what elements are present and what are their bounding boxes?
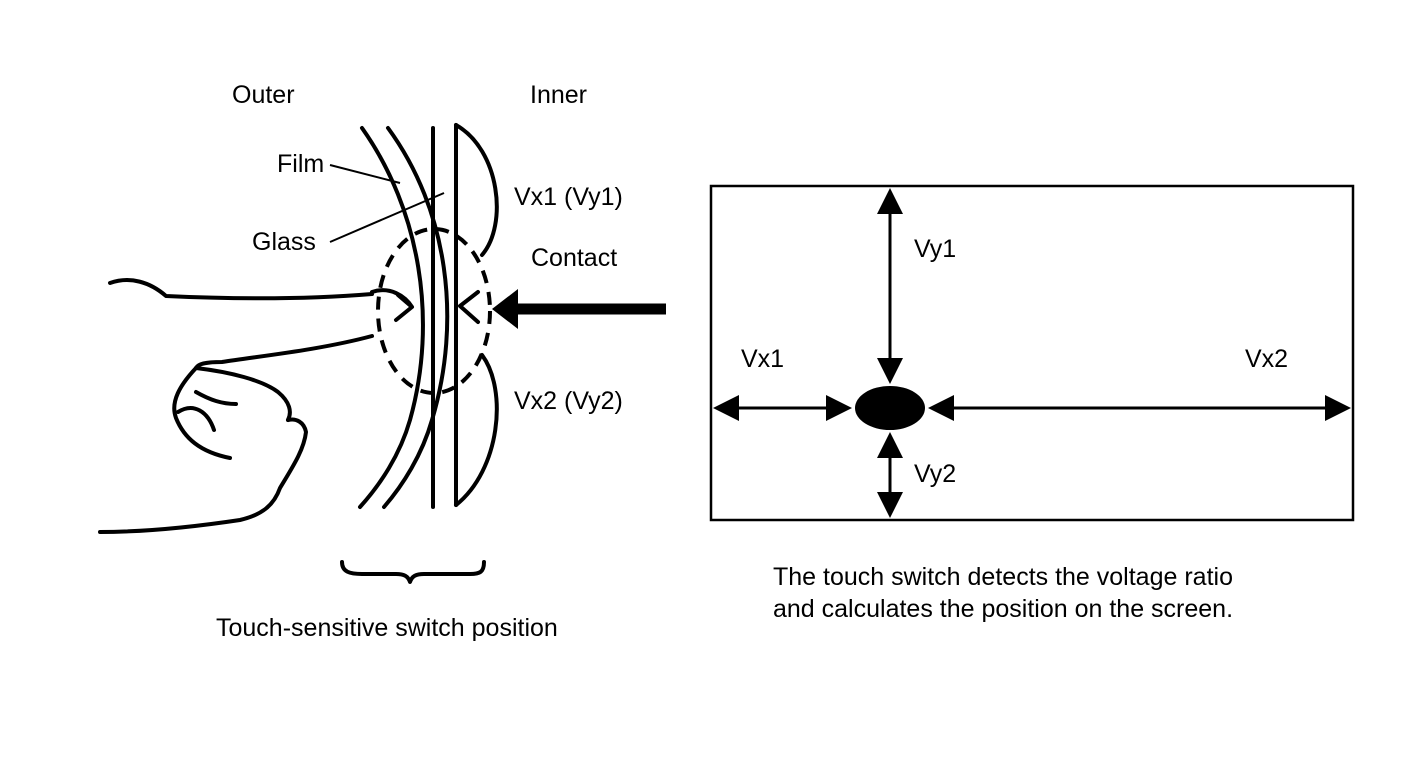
vx1-vy1-label: Vx1 (Vy1): [514, 183, 623, 211]
vx1-label: Vx1: [741, 345, 784, 373]
inner-bottom-bulge: [454, 353, 499, 507]
inner-label: Inner: [530, 81, 587, 109]
screen-caption-line2: and calculates the position on the scree…: [773, 595, 1233, 623]
screen-caption-line1: The touch switch detects the voltage rat…: [773, 563, 1233, 591]
contact-zone-ellipse: [376, 227, 492, 395]
film-inner-curve: [382, 126, 450, 509]
vy2-arrow: [877, 432, 903, 518]
cross-section-panel: Outer Inner Film Glass Contact Vx1 (Vy1)…: [98, 81, 666, 642]
switch-position-caption: Touch-sensitive switch position: [216, 614, 558, 642]
glass-leader-line: [329, 192, 445, 243]
finger-press-arrow: [370, 288, 414, 322]
glass-label: Glass: [252, 228, 316, 256]
contact-label: Contact: [531, 244, 617, 272]
outer-label: Outer: [232, 81, 295, 109]
vy1-arrow: [877, 188, 903, 384]
vy2-label: Vy2: [914, 460, 956, 488]
hand-icon: [98, 278, 374, 534]
vy1-label: Vy1: [914, 235, 956, 263]
contact-press-arrow: [458, 290, 480, 324]
inner-top-bulge: [454, 123, 499, 257]
switch-position-brace: [340, 560, 486, 584]
vx1-arrow: [713, 395, 852, 421]
screen-panel: Vy1 Vy2 Vx1 Vx2 The touch switch detects…: [709, 184, 1355, 623]
screen-rectangle: [709, 184, 1355, 522]
touch-point: [855, 386, 925, 430]
film-outer-curve: [358, 126, 425, 509]
contact-arrow-head: [492, 289, 518, 329]
vx2-vy2-label: Vx2 (Vy2): [514, 387, 623, 415]
film-leader-line: [329, 164, 401, 184]
vx2-arrow: [928, 395, 1351, 421]
vx2-label: Vx2: [1245, 345, 1288, 373]
film-label: Film: [277, 150, 324, 178]
